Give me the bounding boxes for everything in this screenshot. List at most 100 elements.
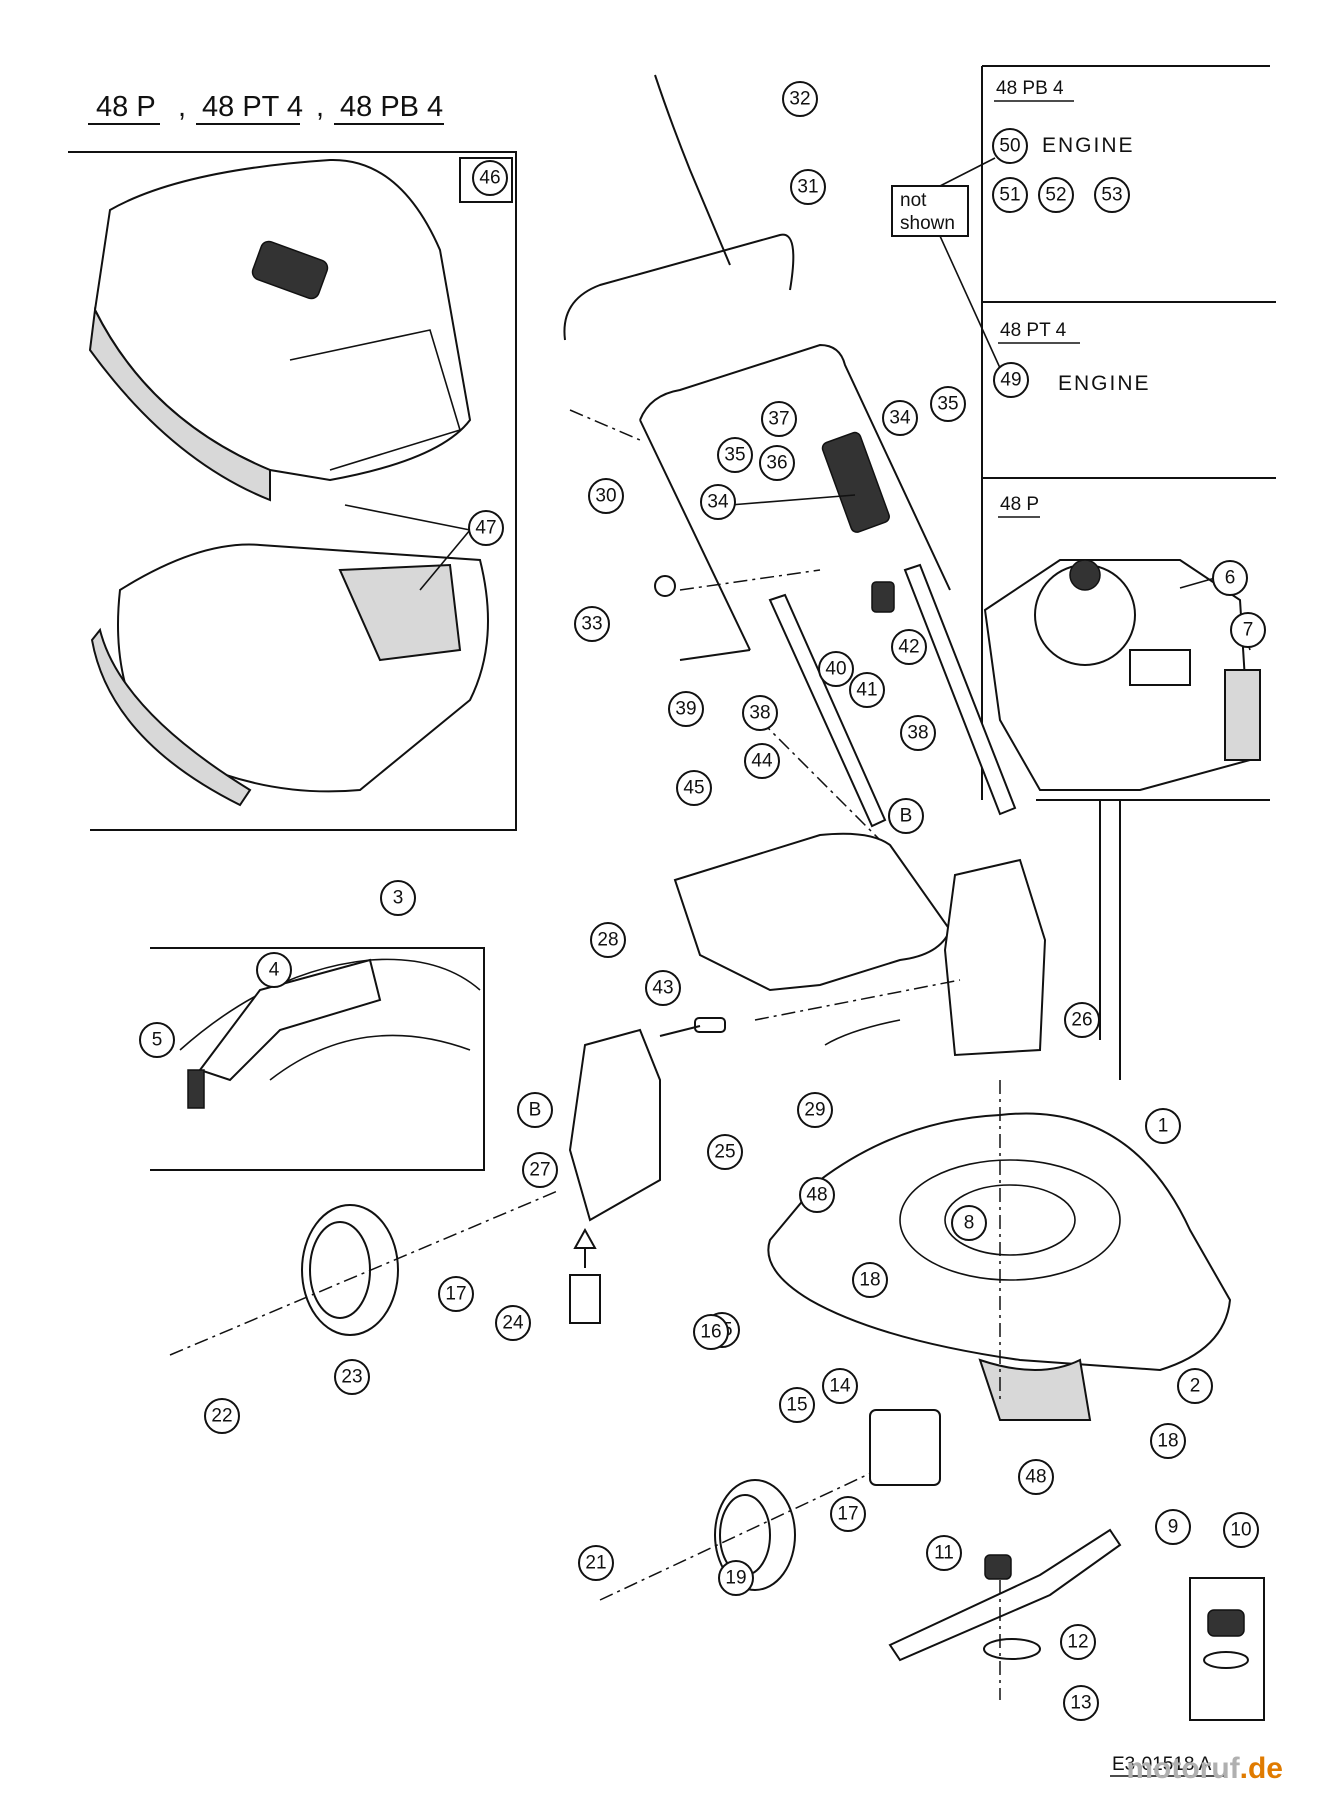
- engine-label-pt4: ENGINE: [1058, 372, 1151, 395]
- rear-bracket-left: [568, 1028, 661, 1222]
- callout-circle: [495, 1305, 531, 1341]
- lower-handle-right: [903, 563, 1017, 816]
- wheel-bracket: [869, 1409, 941, 1486]
- callout-circle: [1094, 177, 1130, 213]
- callout-circle: [717, 437, 753, 473]
- callout-number: 48: [806, 1185, 827, 1206]
- callout-number: 35: [937, 394, 958, 415]
- callout: 13: [1063, 1685, 1099, 1721]
- leader-line: [419, 529, 471, 591]
- letter-marker-circle: [517, 1092, 553, 1128]
- callout: 1: [1145, 1108, 1181, 1144]
- letter-marker-b: B: [900, 806, 913, 827]
- callout-number: 32: [789, 89, 810, 110]
- callout-number: 3: [393, 888, 404, 909]
- callout-number: 18: [859, 1270, 880, 1291]
- callout-circle: [926, 1535, 962, 1571]
- deck-ring-outer: [899, 1159, 1121, 1281]
- callout-number: 8: [964, 1213, 975, 1234]
- callout-number: 5: [152, 1030, 163, 1051]
- callout-number: 50: [999, 136, 1020, 157]
- callout-number: 35: [724, 445, 745, 466]
- callout-circle: [139, 1022, 175, 1058]
- callout: 39: [668, 691, 704, 727]
- callout-circle: [1177, 1368, 1213, 1404]
- deck-front-bracket: [978, 1358, 1092, 1421]
- drawing-code: E3-01518 A: [1112, 1754, 1212, 1775]
- callout-circle: [759, 445, 795, 481]
- callout-number: 2: [1190, 1376, 1201, 1397]
- callout-number: 11: [934, 1543, 954, 1564]
- callout: 21: [578, 1545, 614, 1581]
- leader-line: [939, 157, 996, 187]
- callout-circle: [882, 400, 918, 436]
- cable-clip: [871, 581, 895, 613]
- callout-box: [459, 157, 513, 203]
- lower-handle-left: [768, 593, 887, 828]
- callout: 18: [852, 1262, 888, 1298]
- callout: 52: [1038, 177, 1074, 213]
- callout-circle: [676, 770, 712, 806]
- callout: 35: [717, 437, 753, 473]
- up-arrow-icon: [573, 1227, 597, 1249]
- callout-number: 26: [1071, 1010, 1092, 1031]
- callout-circle: [993, 362, 1029, 398]
- callout: 17: [438, 1276, 474, 1312]
- callout: 22: [204, 1398, 240, 1434]
- handle-bolt: [679, 649, 751, 661]
- not-shown-line-1: not: [900, 190, 927, 211]
- callout-circle: [830, 1496, 866, 1532]
- callout: 6: [1212, 560, 1248, 596]
- callout-number: 23: [341, 1367, 362, 1388]
- callout-circle: [818, 651, 854, 687]
- callout-circle: [334, 1359, 370, 1395]
- callout: 28: [590, 922, 626, 958]
- callout: 45: [676, 770, 712, 806]
- callout-circle: [891, 629, 927, 665]
- callout-circle: [700, 484, 736, 520]
- panel-frame: [68, 151, 517, 831]
- letter-marker: B: [888, 798, 924, 834]
- handle-bolt: [729, 494, 856, 506]
- upper-handle-left-leg: [639, 419, 751, 651]
- callout-number: 22: [211, 1406, 232, 1427]
- callout: 32: [782, 81, 818, 117]
- engine-muffler: [1224, 669, 1261, 761]
- callout-number: 47: [475, 518, 496, 539]
- callout-number: 37: [768, 409, 789, 430]
- title-separator: ,: [316, 91, 324, 123]
- letter-marker: B: [517, 1092, 553, 1128]
- callout: 51: [992, 177, 1028, 213]
- callout: 37: [761, 401, 797, 437]
- box-title-48p: 48 P: [1000, 494, 1039, 515]
- callout-circle: [1064, 1002, 1100, 1038]
- callout: 19: [718, 1560, 754, 1596]
- callout-number: 34: [889, 408, 911, 429]
- callout-circle: [797, 1092, 833, 1128]
- callout: 44: [744, 743, 780, 779]
- callout: 49: [993, 362, 1029, 398]
- blade: [888, 1528, 1122, 1662]
- catcher-chute: [289, 329, 461, 471]
- center-line: [754, 979, 961, 1021]
- callout: 10: [1223, 1512, 1259, 1548]
- wheel-axle-line: [169, 1189, 561, 1356]
- engine-options-panel: 48 PB 4 ENGINE 48 PT 4 ENGINE 48 P not s…: [891, 65, 1276, 801]
- catcher-lid-mesh: [88, 306, 271, 502]
- callout-number: 17: [445, 1284, 466, 1305]
- rear-flap: [673, 832, 952, 992]
- title-separator: ,: [178, 91, 186, 123]
- callout-number: 33: [581, 614, 602, 635]
- callout-circle: [1150, 1423, 1186, 1459]
- callout-number: 21: [585, 1553, 606, 1574]
- model-title-48pt4: 48 PT 4: [202, 91, 303, 123]
- blade-assembly: [888, 1528, 1265, 1721]
- wheel-axle-line: [599, 1449, 921, 1601]
- letter-marker-b: B: [529, 1100, 542, 1121]
- callout-number: 18: [1157, 1431, 1178, 1452]
- callout: 15: [779, 1387, 815, 1423]
- callout-circle: [782, 81, 818, 117]
- callout-number: 24: [502, 1313, 524, 1334]
- callout-number: 16: [700, 1322, 721, 1343]
- box-title-48pt4: 48 PT 4: [1000, 320, 1067, 341]
